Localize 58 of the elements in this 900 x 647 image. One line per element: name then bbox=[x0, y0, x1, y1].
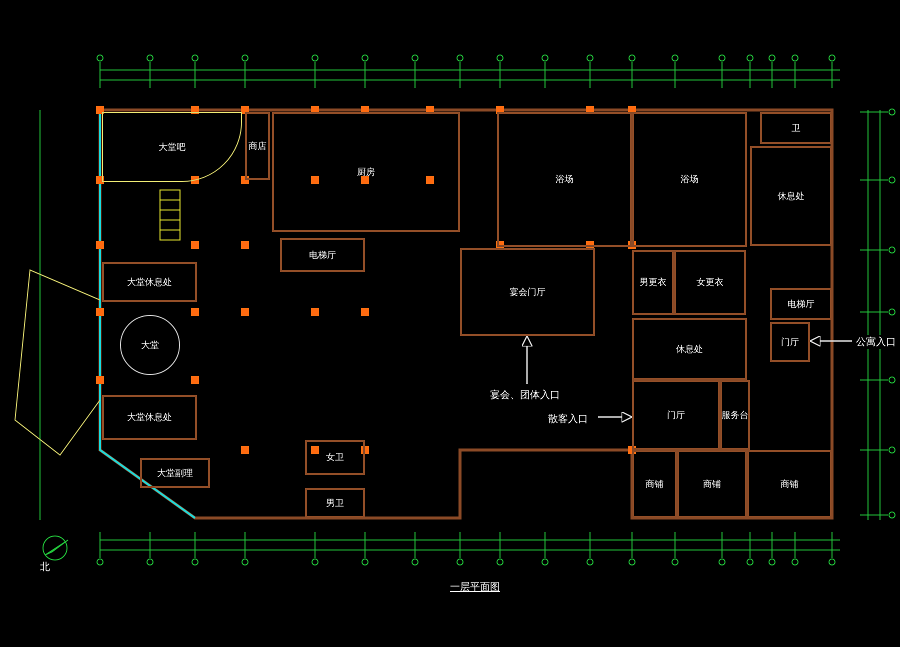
room-label: 宴会门厅 bbox=[510, 286, 546, 298]
entrance-arrow bbox=[521, 335, 533, 384]
room-label: 男卫 bbox=[326, 498, 344, 510]
drawing-title: 一层平面图 bbox=[450, 580, 500, 594]
room-label: 商铺 bbox=[780, 478, 798, 490]
entrance-arrow bbox=[598, 411, 633, 423]
room-outline bbox=[245, 112, 270, 180]
room-label: 厨房 bbox=[357, 166, 375, 178]
entrance-label: 散客入口 bbox=[548, 412, 588, 426]
room-label: 休息处 bbox=[676, 344, 703, 356]
room-label: 大堂副理 bbox=[157, 468, 193, 480]
room-label: 门厅 bbox=[781, 336, 799, 348]
room-area bbox=[102, 262, 197, 302]
room-area bbox=[102, 112, 242, 182]
room-outline bbox=[720, 380, 750, 450]
room-outline bbox=[770, 322, 810, 362]
room-label: 浴场 bbox=[680, 174, 698, 186]
room-outline bbox=[632, 250, 674, 315]
room-label: 休息处 bbox=[778, 190, 804, 202]
room-outline bbox=[677, 450, 747, 518]
room-label: 男更衣 bbox=[640, 276, 666, 289]
room-area bbox=[140, 458, 210, 488]
room-outline bbox=[632, 318, 747, 380]
room-label: 大堂休息处 bbox=[127, 276, 172, 288]
north-label: 北 bbox=[40, 560, 50, 574]
room-outline bbox=[632, 112, 747, 247]
room-label: 卫 bbox=[792, 122, 800, 134]
room-label: 服务台 bbox=[722, 410, 748, 422]
entrance-arrow bbox=[809, 335, 852, 347]
room-outline bbox=[280, 238, 365, 272]
room-label: 浴场 bbox=[556, 174, 574, 186]
room-label: 电梯厅 bbox=[788, 298, 814, 310]
room-area bbox=[102, 395, 197, 440]
room-outline bbox=[305, 440, 365, 475]
room-outline bbox=[632, 380, 720, 450]
room-outline bbox=[747, 450, 832, 518]
room-label: 商铺 bbox=[646, 478, 664, 490]
entrance-label: 宴会、团体入口 bbox=[490, 388, 560, 402]
room-outline bbox=[460, 248, 595, 336]
room-label: 女卫 bbox=[326, 452, 344, 464]
room-label: 大堂休息处 bbox=[127, 412, 172, 424]
room-outline bbox=[760, 112, 832, 144]
room-label: 大堂吧 bbox=[158, 142, 186, 154]
room-outline bbox=[272, 112, 460, 232]
room-outline bbox=[674, 250, 746, 315]
room-label: 大堂 bbox=[141, 340, 159, 352]
room-label: 门厅 bbox=[667, 410, 685, 422]
room-label: 女更衣 bbox=[696, 276, 724, 289]
entrance-label: 公寓入口 bbox=[856, 335, 896, 349]
room-outline bbox=[497, 112, 632, 247]
room-label: 电梯厅 bbox=[309, 250, 336, 262]
room-outline bbox=[750, 146, 832, 246]
room-outline bbox=[632, 450, 677, 518]
room-label: 商店 bbox=[248, 140, 266, 152]
room-label: 商铺 bbox=[703, 478, 721, 490]
room-outline bbox=[305, 488, 365, 518]
room-outline bbox=[770, 288, 832, 320]
lobby-rosette bbox=[120, 315, 180, 375]
